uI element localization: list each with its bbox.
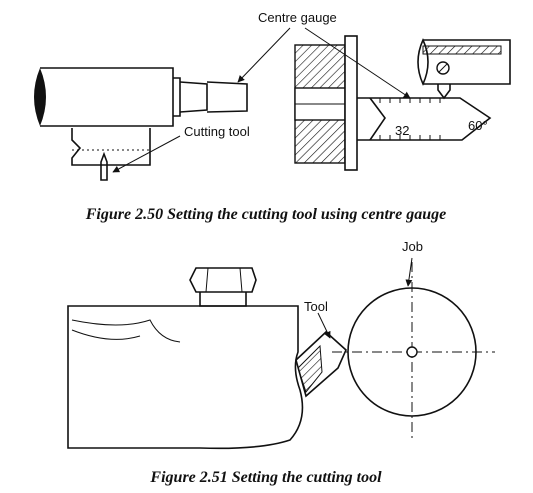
caption-figure-2-50: Figure 2.50 Setting the cutting tool usi… [85,206,447,223]
gauge-scale-ticks [379,98,441,140]
clamp-nut [189,267,257,307]
tool-post-body [67,305,304,450]
figure-2-51: Tool Job Figure 2.51 Setting the cutting… [67,239,495,486]
label-centre-gauge: Centre gauge [258,10,337,25]
gauge-label-32: 32 [395,123,409,138]
cutting-tool-left [100,151,108,181]
tool-post [71,128,151,166]
centre-gauge-body: 32 60° [357,97,492,141]
gauge-label-60-degrees: 60° [468,118,488,133]
tool-holder-top-view [417,38,511,100]
label-cutting-tool: Cutting tool [184,124,250,139]
caption-figure-2-51: Figure 2.51 Setting the cutting tool [149,469,382,486]
label-tool: Tool [304,299,328,314]
figure-2-50: 32 60° Centre gauge Cutting tool Figure … [34,10,511,223]
leader-lines [112,27,411,173]
tool-bit [295,312,347,398]
headstock-section [294,35,358,171]
label-job: Job [402,239,423,254]
workpiece-shaft [34,67,248,127]
job-circle [332,257,495,440]
